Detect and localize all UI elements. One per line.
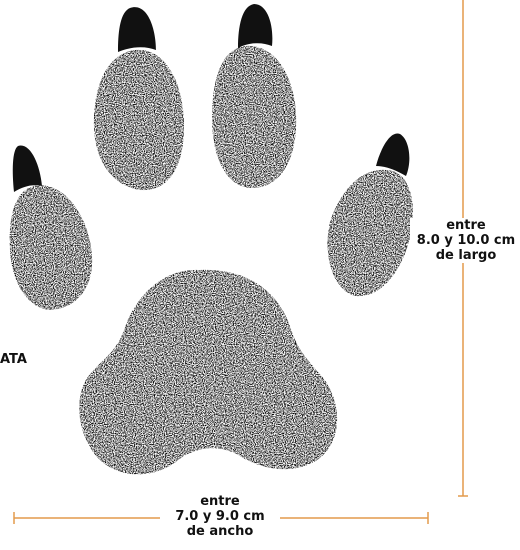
width-label-line3: de ancho — [160, 524, 280, 539]
side-label-fragment: ATA — [0, 352, 20, 367]
toe-pad-outer-right — [328, 170, 413, 296]
length-label-line2: 8.0 y 10.0 cm — [410, 233, 520, 248]
toe-pad-outer-left — [10, 185, 92, 310]
side-label-text: ATA — [0, 352, 20, 367]
length-label: entre 8.0 y 10.0 cm de largo — [410, 218, 520, 263]
claw-outer-left — [13, 146, 42, 192]
main-pad — [79, 270, 337, 474]
claw-outer-right — [376, 133, 409, 176]
width-label: entre 7.0 y 9.0 cm de ancho — [160, 494, 280, 539]
toe-pad-inner-right — [212, 46, 296, 188]
claw-inner-left — [118, 7, 156, 52]
length-label-line3: de largo — [410, 248, 520, 263]
width-label-line1: entre — [160, 494, 280, 509]
length-label-line1: entre — [410, 218, 520, 233]
toe-pad-inner-left — [94, 50, 184, 190]
width-label-line2: 7.0 y 9.0 cm — [160, 509, 280, 524]
claw-inner-right — [238, 4, 272, 48]
